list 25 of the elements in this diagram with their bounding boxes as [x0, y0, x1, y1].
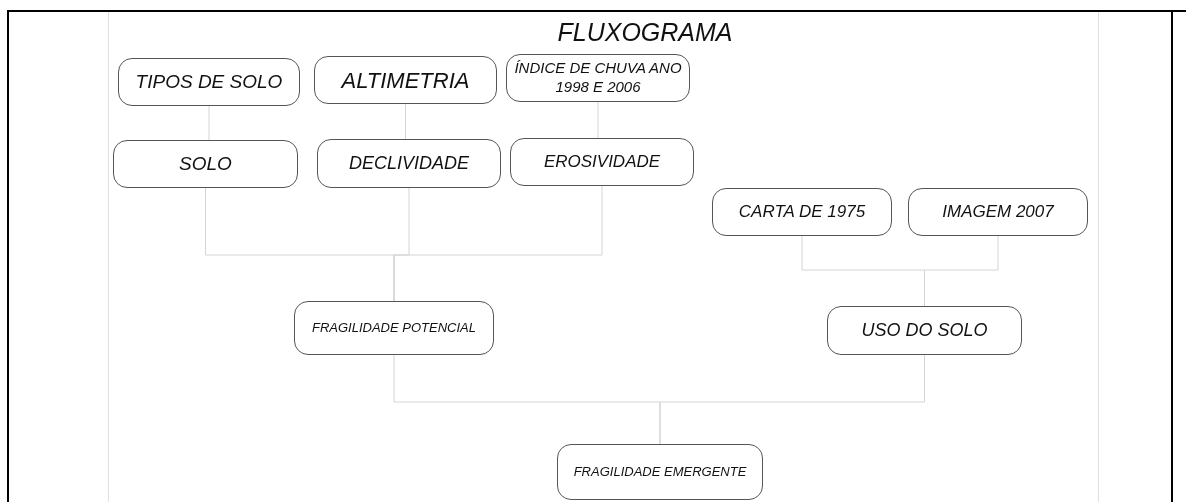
box-label: IMAGEM 2007 [942, 201, 1054, 224]
process-box [506, 54, 690, 102]
diagram-title: FLUXOGRAMA [556, 17, 734, 48]
process-box [314, 56, 497, 104]
box-label: FRAGILIDADE POTENCIAL [312, 319, 476, 338]
box-label: EROSIVIDADE [543, 151, 661, 174]
box-label: USO DO SOLO [861, 319, 988, 342]
box-label: SOLO [179, 151, 232, 176]
process-box [827, 306, 1022, 355]
box-label: FRAGILIDADE EMERGENTE [573, 463, 747, 482]
box-label: ÍNDICE DE CHUVA ANO 1998 E 2006 [513, 59, 683, 97]
process-box [510, 138, 694, 186]
process-box [118, 58, 300, 106]
process-box [113, 140, 298, 188]
process-box [294, 301, 494, 355]
box-label: CARTA DE 1975 [738, 201, 866, 224]
process-box [317, 139, 501, 188]
box-label: DECLIVIDADE [348, 152, 469, 175]
process-box [908, 188, 1088, 236]
box-label: ALTIMETRIA [341, 66, 470, 95]
box-label: TIPOS DE SOLO [135, 69, 283, 94]
process-box [712, 188, 892, 236]
connector-line [659, 354, 925, 445]
connector-line [405, 103, 406, 140]
process-box [557, 444, 763, 500]
